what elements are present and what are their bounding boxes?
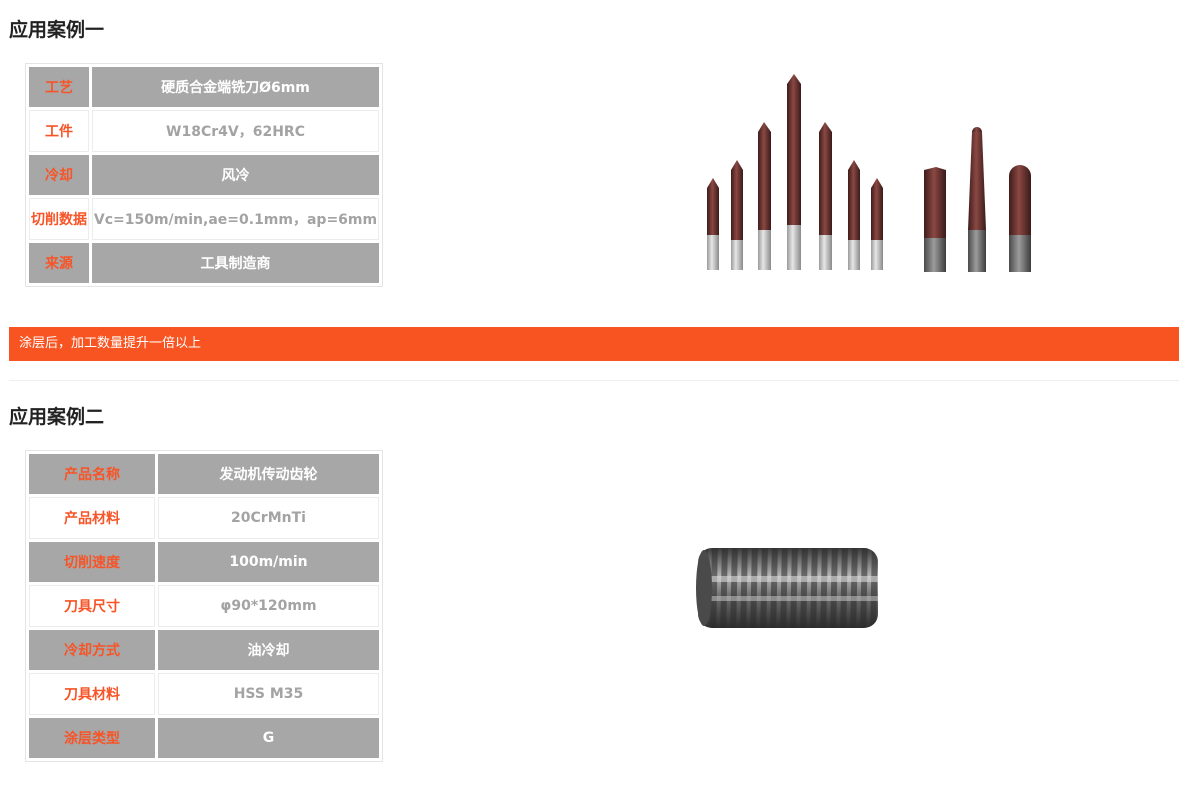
- drill-bit: [787, 74, 801, 270]
- spec-label: 冷却: [29, 155, 89, 195]
- spec-label: 刀具尺寸: [29, 585, 155, 627]
- gear-hob: [696, 548, 878, 628]
- table-row: 切削速度 100m/min: [29, 542, 379, 582]
- spec-value: G: [158, 718, 379, 758]
- spec-value: W18Cr4V，62HRC: [92, 110, 379, 152]
- drill-bit: [731, 160, 743, 270]
- table-row: 产品名称 发动机传动齿轮: [29, 454, 379, 494]
- section-divider: [9, 380, 1179, 381]
- spec-value: φ90*120mm: [158, 585, 379, 627]
- spec-label: 产品名称: [29, 454, 155, 494]
- table-row: 产品材料 20CrMnTi: [29, 497, 379, 539]
- ball-nose-mill: [1009, 165, 1031, 272]
- spec-label: 涂层类型: [29, 718, 155, 758]
- spec-label: 工件: [29, 110, 89, 152]
- spec-label: 冷却方式: [29, 630, 155, 670]
- end-mill-tools-image: [707, 74, 1031, 272]
- spec-value: 工具制造商: [92, 243, 379, 283]
- spec-value: 风冷: [92, 155, 379, 195]
- table-row: 工艺 硬质合金端铣刀Ø6mm: [29, 67, 379, 107]
- end-mill: [924, 167, 946, 272]
- spec-label: 切削数据: [29, 198, 89, 240]
- drill-bit: [848, 160, 860, 270]
- table-row: 刀具尺寸 φ90*120mm: [29, 585, 379, 627]
- spec-value: 20CrMnTi: [158, 497, 379, 539]
- case1-title: 应用案例一: [9, 19, 105, 41]
- spec-value: 硬质合金端铣刀Ø6mm: [92, 67, 379, 107]
- spec-value: 油冷却: [158, 630, 379, 670]
- table-row: 冷却 风冷: [29, 155, 379, 195]
- spec-label: 工艺: [29, 67, 89, 107]
- ball-nose-mill: [968, 127, 986, 272]
- case1-result-banner: 涂层后，加工数量提升一倍以上: [9, 327, 1179, 361]
- spec-label: 切削速度: [29, 542, 155, 582]
- spec-label: 刀具材料: [29, 673, 155, 715]
- case2-spec-table: 产品名称 发动机传动齿轮 产品材料 20CrMnTi 切削速度 100m/min…: [25, 450, 383, 762]
- spec-value: HSS M35: [158, 673, 379, 715]
- table-row: 来源 工具制造商: [29, 243, 379, 283]
- drill-bit: [758, 122, 771, 270]
- table-row: 工件 W18Cr4V，62HRC: [29, 110, 379, 152]
- spec-label: 来源: [29, 243, 89, 283]
- table-row: 刀具材料 HSS M35: [29, 673, 379, 715]
- case1-spec-table: 工艺 硬质合金端铣刀Ø6mm 工件 W18Cr4V，62HRC 冷却 风冷 切削…: [25, 63, 383, 287]
- spec-value: Vc=150m/min,ae=0.1mm，ap=6mm: [92, 198, 379, 240]
- table-row: 冷却方式 油冷却: [29, 630, 379, 670]
- spec-value: 发动机传动齿轮: [158, 454, 379, 494]
- table-row: 涂层类型 G: [29, 718, 379, 758]
- spec-value: 100m/min: [158, 542, 379, 582]
- table-row: 切削数据 Vc=150m/min,ae=0.1mm，ap=6mm: [29, 198, 379, 240]
- gear-hob-image: [696, 548, 878, 628]
- drill-bit: [819, 122, 832, 270]
- drill-bit: [871, 178, 883, 270]
- drill-bit: [707, 178, 719, 270]
- spec-label: 产品材料: [29, 497, 155, 539]
- case2-title: 应用案例二: [9, 406, 105, 428]
